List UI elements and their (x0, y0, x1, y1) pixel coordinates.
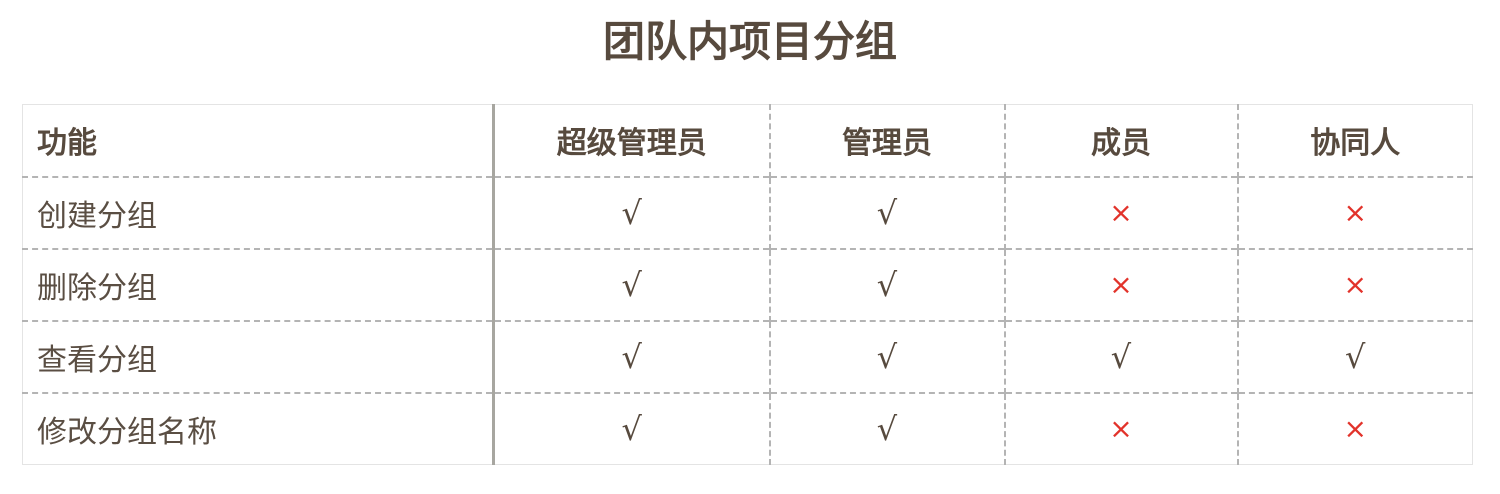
header-super-admin: 超级管理员 (492, 104, 770, 177)
table-row: 修改分组名称 √ √ × × (22, 391, 1473, 465)
table-row: 删除分组 √ √ × × (22, 247, 1473, 321)
check-mark-icon: √ (1110, 337, 1132, 376)
cross-mark-icon: × (1343, 196, 1367, 229)
header-admin: 管理员 (768, 104, 1005, 177)
header-collaborator: 协同人 (1236, 104, 1473, 177)
perm-cell-collaborator: √ (1236, 319, 1473, 393)
perm-cell-member: × (1003, 391, 1238, 465)
feature-name: 查看分组 (22, 319, 495, 393)
perm-cell-member: √ (1003, 319, 1238, 393)
perm-cell-collaborator: × (1236, 175, 1473, 249)
table-body: 创建分组 √ √ × × 删除分组 √ √ × × 查看分组 √ √ √ √ 修改分组名称 √ √ × × (22, 175, 1473, 465)
feature-name: 删除分组 (22, 247, 495, 321)
feature-name: 创建分组 (22, 175, 495, 249)
header-member: 成员 (1003, 104, 1238, 177)
feature-name: 修改分组名称 (22, 391, 495, 465)
header-feature: 功能 (22, 104, 495, 177)
perm-cell-member: × (1003, 247, 1238, 321)
perm-cell-member: × (1003, 175, 1238, 249)
permission-table: 功能 超级管理员 管理员 成员 协同人 创建分组 √ √ × × 删除分组 √ √ × × 查看分组… (22, 104, 1473, 465)
check-mark-icon: √ (621, 265, 642, 304)
table-row: 创建分组 √ √ × × (22, 175, 1473, 249)
perm-cell-super-admin: √ (492, 247, 770, 321)
check-mark-icon: √ (876, 193, 898, 232)
perm-cell-admin: √ (768, 391, 1005, 465)
perm-cell-super-admin: √ (492, 175, 770, 249)
check-mark-icon: √ (1345, 337, 1366, 376)
perm-cell-admin: √ (768, 319, 1005, 393)
cross-mark-icon: × (1109, 412, 1133, 446)
table-row: 查看分组 √ √ √ √ (22, 319, 1473, 393)
check-mark-icon: √ (621, 409, 642, 448)
check-mark-icon: √ (621, 193, 642, 232)
cross-mark-icon: × (1109, 196, 1133, 229)
cross-mark-icon: × (1109, 268, 1133, 301)
perm-cell-super-admin: √ (492, 319, 770, 393)
perm-cell-super-admin: √ (492, 391, 770, 465)
check-mark-icon: √ (876, 409, 898, 448)
perm-cell-admin: √ (768, 175, 1005, 249)
cross-mark-icon: × (1343, 412, 1367, 446)
check-mark-icon: √ (876, 337, 898, 376)
perm-cell-collaborator: × (1236, 391, 1473, 465)
table-header-row: 功能 超级管理员 管理员 成员 协同人 (22, 104, 1473, 177)
check-mark-icon: √ (621, 337, 642, 376)
perm-cell-admin: √ (768, 247, 1005, 321)
perm-cell-collaborator: × (1236, 247, 1473, 321)
cross-mark-icon: × (1343, 268, 1367, 301)
check-mark-icon: √ (876, 265, 898, 304)
page-title: 团队内项目分组 (602, 17, 897, 66)
